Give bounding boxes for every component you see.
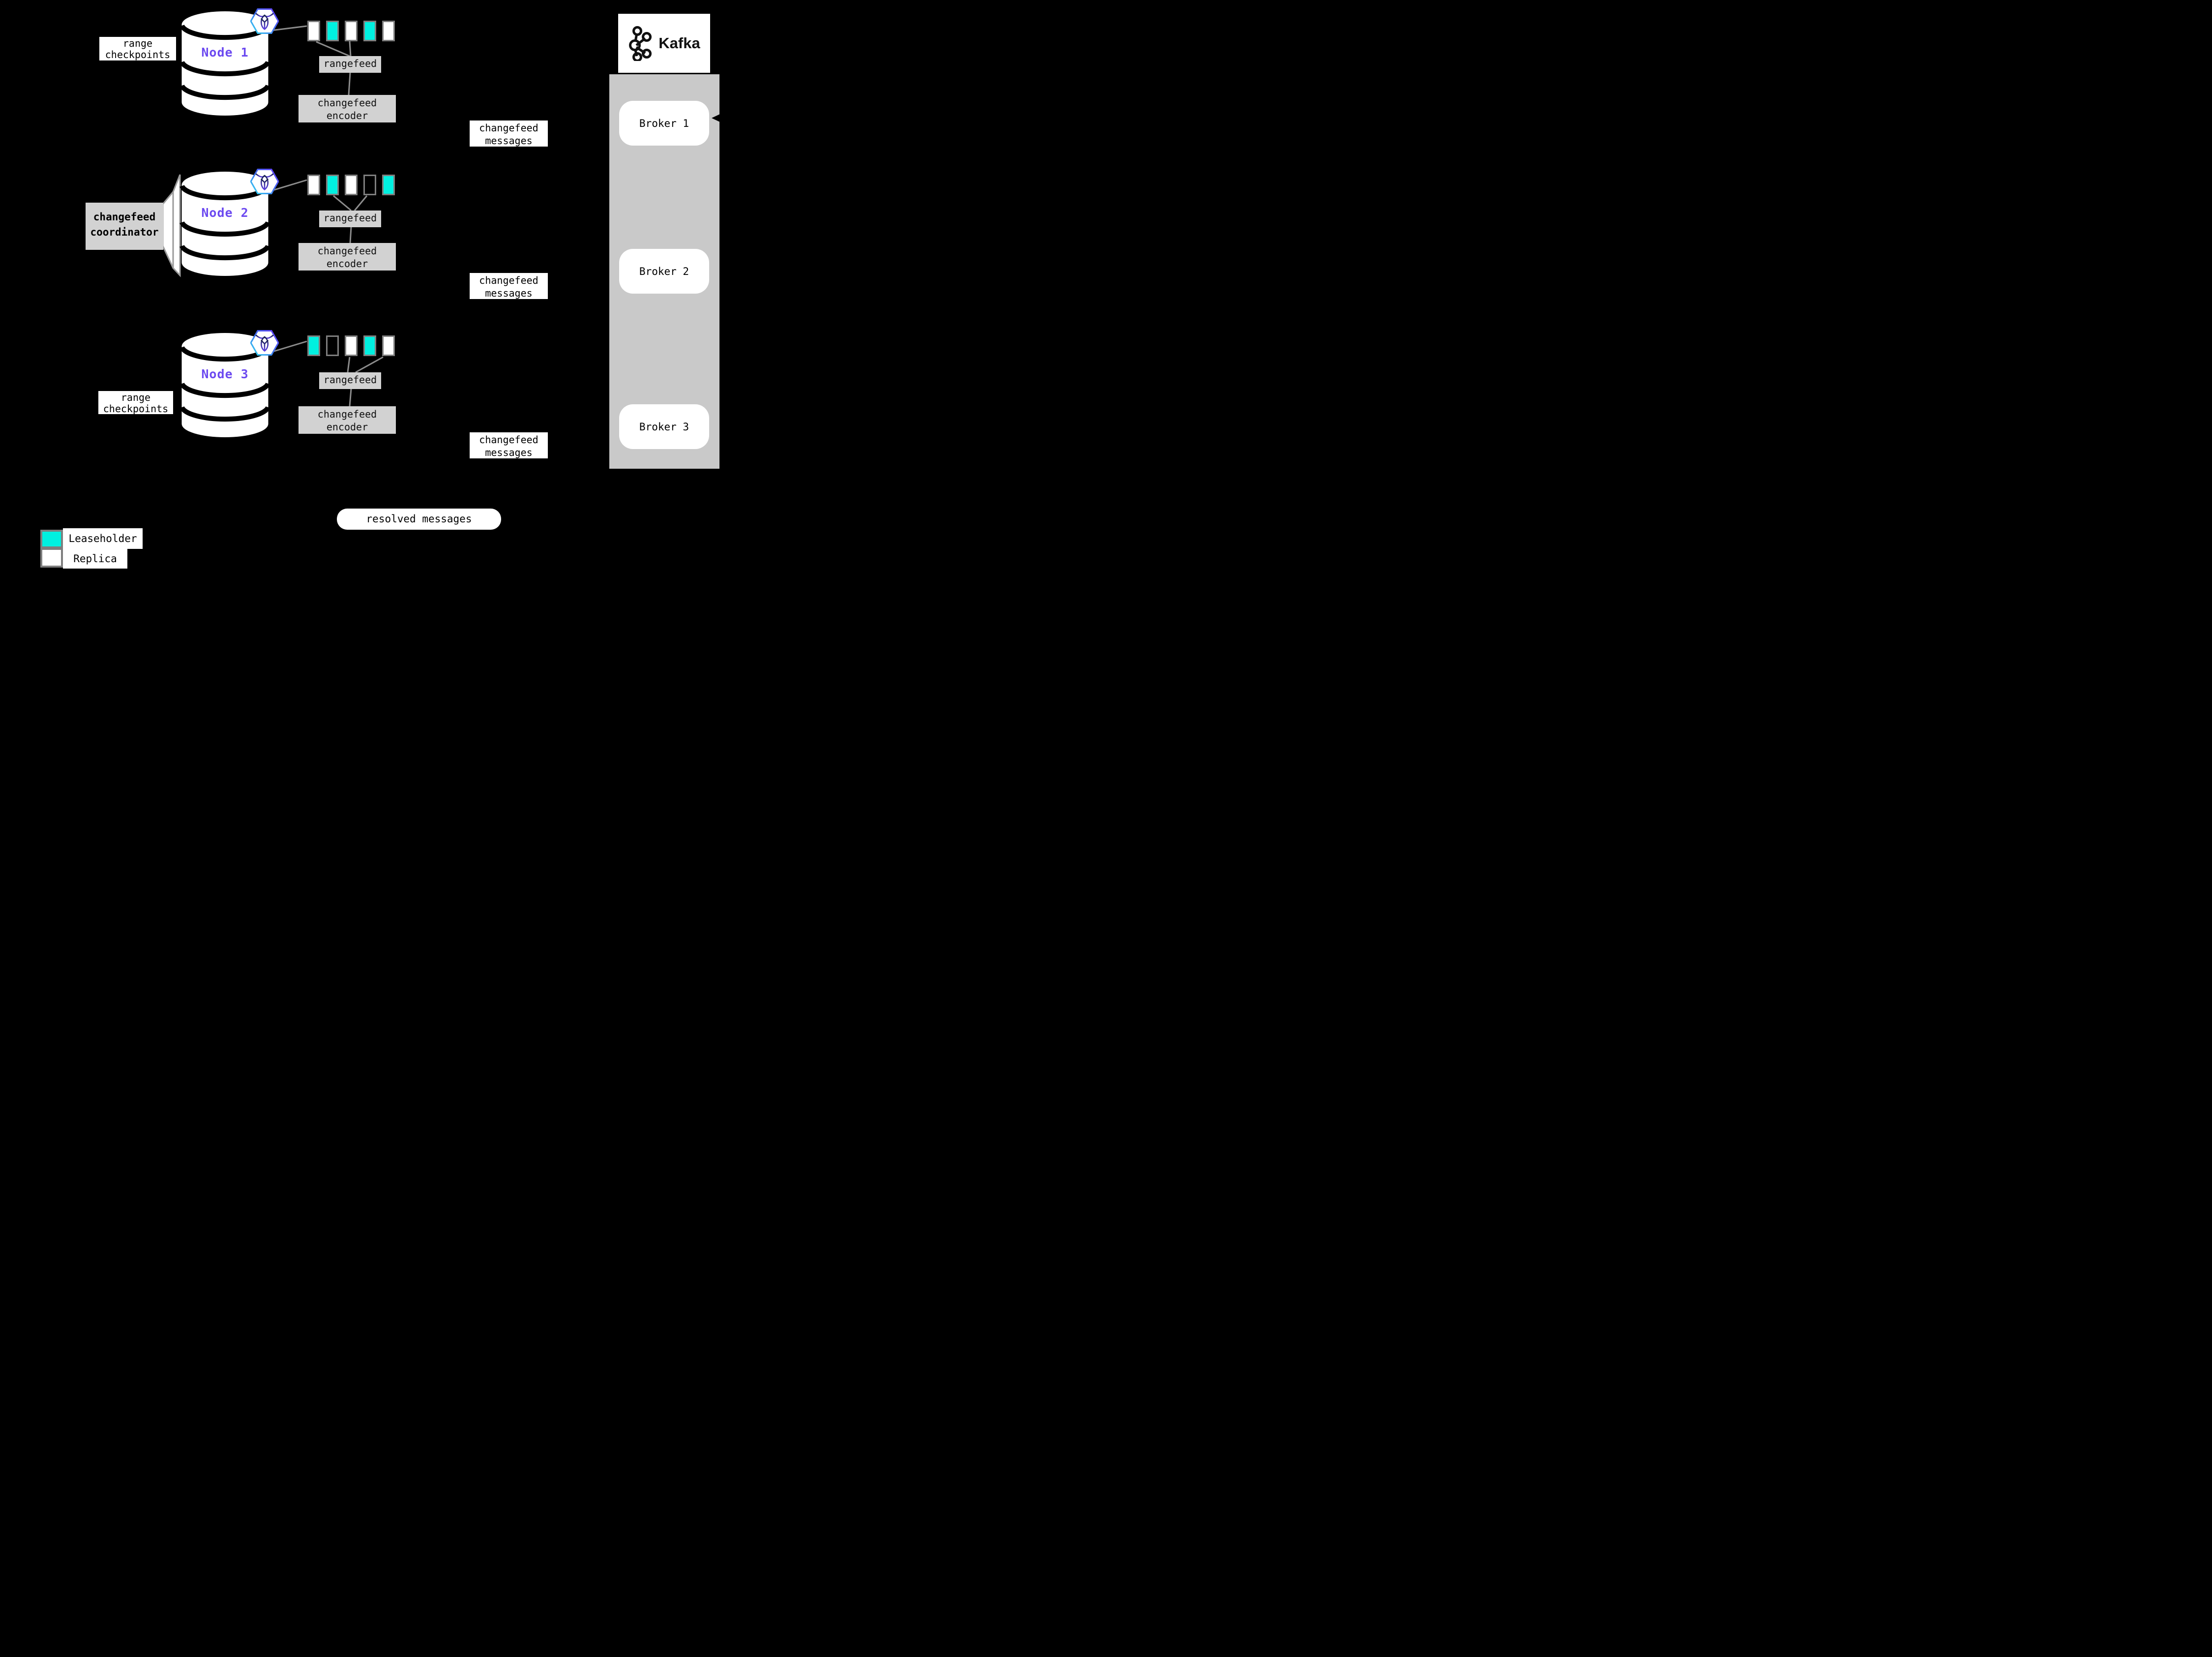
changefeed-encoder-box-2: changefeed encoder	[299, 243, 396, 271]
changefeed-messages-label-2: changefeed messages	[470, 273, 548, 299]
node-1-label: Node 1	[201, 45, 249, 60]
replica-range-square	[382, 335, 395, 356]
database-cylinder-icon	[179, 333, 270, 437]
database-cylinder-icon	[179, 11, 270, 116]
replica-range-square	[307, 175, 320, 195]
changefeed-messages-label-3: changefeed messages	[470, 432, 548, 458]
leaseholder-range-square	[326, 175, 339, 195]
cockroachdb-hexagon-icon	[250, 330, 279, 356]
broker-3: Broker 3	[619, 404, 709, 449]
node-3-label: Node 3	[201, 367, 249, 381]
legend-leaseholder-swatch	[40, 530, 63, 548]
node-2-label: Node 2	[201, 206, 249, 220]
changefeed-architecture-diagram: range checkpoints Node 1 rangefeed chang…	[0, 0, 771, 577]
rangefeed-box-2: rangefeed	[319, 211, 381, 227]
replica-range-square	[345, 21, 358, 41]
leaseholder-range-square	[382, 175, 395, 195]
leaseholder-range-square	[363, 21, 376, 41]
broker-2: Broker 2	[619, 249, 709, 294]
replica-range-square	[345, 175, 358, 195]
node-3-ranges	[307, 335, 395, 356]
changefeed-encoder-box-1: changefeed encoder	[299, 95, 396, 122]
rangefeed-box-1: rangefeed	[319, 56, 381, 73]
empty-range-square	[326, 335, 339, 356]
arrowhead-into-kafka	[712, 114, 720, 122]
resolved-messages-label: resolved messages	[337, 509, 501, 530]
legend-leaseholder-label: Leaseholder	[63, 528, 143, 549]
kafka-icon	[629, 26, 652, 61]
cockroachdb-hexagon-icon	[250, 169, 279, 194]
replica-range-square	[307, 21, 320, 41]
changefeed-encoder-box-3: changefeed encoder	[299, 406, 396, 434]
changefeed-messages-label-1: changefeed messages	[470, 121, 548, 147]
rangefeed-box-3: rangefeed	[319, 372, 381, 389]
replica-range-square	[345, 335, 358, 356]
database-cylinder-icon	[179, 172, 270, 276]
node-1-ranges	[307, 21, 395, 41]
range-checkpoints-label-1: range checkpoints	[99, 37, 176, 60]
leaseholder-range-square	[363, 335, 376, 356]
leaseholder-range-square	[326, 21, 339, 41]
empty-range-square	[363, 175, 376, 195]
leaseholder-range-square	[307, 335, 320, 356]
cockroachdb-hexagon-icon	[250, 8, 279, 34]
legend-replica-swatch	[40, 548, 63, 568]
connector-lines-layer	[83, 25, 720, 407]
coordinator-flag-pointer	[162, 174, 181, 277]
range-checkpoints-label-3: range checkpoints	[98, 391, 173, 415]
changefeed-coordinator-label: changefeed coordinator	[86, 203, 163, 250]
kafka-logo-box: Kafka	[618, 14, 710, 73]
replica-range-square	[382, 21, 395, 41]
legend-replica-label: Replica	[63, 549, 127, 569]
kafka-title: Kafka	[658, 34, 700, 52]
node-2-ranges	[307, 175, 395, 195]
broker-1: Broker 1	[619, 101, 709, 146]
